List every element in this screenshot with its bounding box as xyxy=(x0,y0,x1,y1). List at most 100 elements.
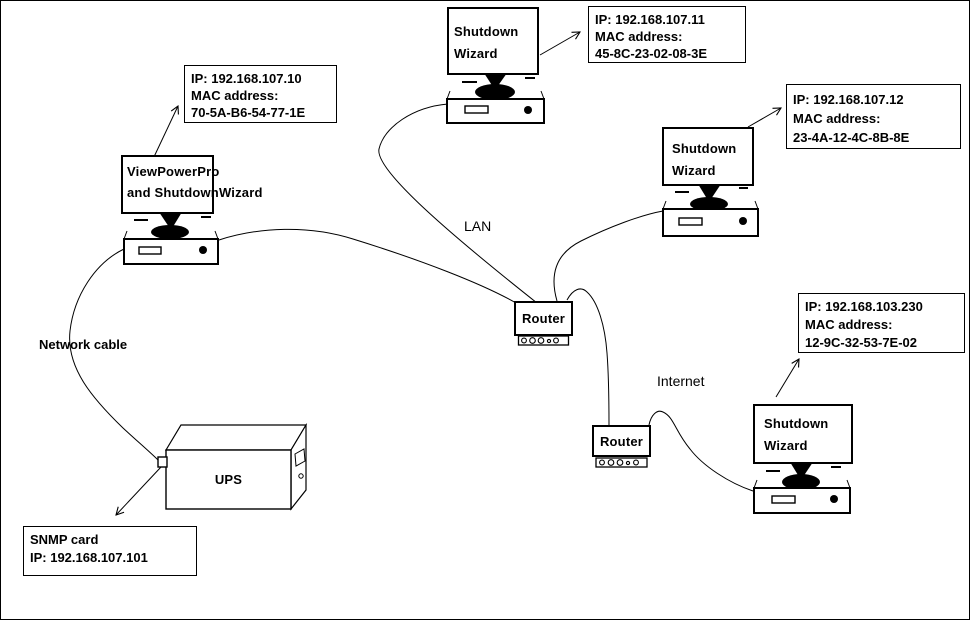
monitor-label-line: Wizard xyxy=(672,163,716,178)
monitor xyxy=(662,127,754,186)
bottom-shutdown-computer-icon xyxy=(753,404,853,514)
base-tick xyxy=(753,479,758,489)
monitor-label-line: Shutdown xyxy=(672,141,737,156)
viewpowerpro-computer-icon xyxy=(121,155,219,265)
bottom-pc-info-box: IP: 192.168.103.230 MAC address: 12-9C-3… xyxy=(798,293,965,353)
monitor-stand xyxy=(790,462,813,480)
monitor-label-line: and ShutdownWizard xyxy=(127,185,263,200)
monitor-label-line: ViewPowerPro xyxy=(127,164,220,179)
stand-foot xyxy=(475,84,515,100)
stand-foot xyxy=(151,225,189,239)
info-line: IP: 192.168.107.101 xyxy=(30,550,148,565)
bottom-pc-monitor-label: Shutdown Wizard xyxy=(764,413,828,457)
ups-outlet xyxy=(294,448,306,467)
network-cable-annotation: Network cable xyxy=(39,337,128,352)
internet-annotation: Internet xyxy=(657,373,705,389)
router-port xyxy=(537,337,545,344)
router2-label: Router xyxy=(599,433,644,449)
router-port xyxy=(633,459,639,466)
monitor-stand xyxy=(484,73,507,90)
monitor xyxy=(121,155,214,214)
monitor-stand xyxy=(159,212,182,230)
cables xyxy=(69,103,754,492)
snmp-info-box: SNMP card IP: 192.168.107.101 xyxy=(23,526,197,576)
router-body xyxy=(592,425,651,457)
info-line: MAC address: xyxy=(191,88,279,103)
info-line: IP: 192.168.107.11 xyxy=(595,12,705,27)
arrows xyxy=(116,32,799,515)
cable-toppc-to-router1 xyxy=(378,103,538,304)
arrow-to-viewpowerpro-info xyxy=(152,106,178,160)
ups-indicator xyxy=(298,473,304,479)
monitor-label-line: Shutdown xyxy=(454,24,519,39)
base-tick xyxy=(754,200,759,210)
drive-slot xyxy=(678,217,703,226)
top-pc-info-box: IP: 192.168.107.11 MAC address: 45-8C-23… xyxy=(588,6,746,63)
info-line: 70-5A-B6-54-77-1E xyxy=(191,105,306,120)
power-dot xyxy=(199,246,207,254)
info-line: IP: 192.168.107.10 xyxy=(191,71,302,86)
top-pc-monitor-label: Shutdown Wizard xyxy=(454,21,518,65)
cable-network-to-ups xyxy=(69,248,159,461)
arrow-to-right-pc-info xyxy=(747,108,781,128)
drive-slot xyxy=(771,495,796,504)
info-line: 45-8C-23-02-08-3E xyxy=(595,46,708,61)
base-tick xyxy=(662,200,667,210)
stand-foot xyxy=(690,197,728,211)
router-port-strip xyxy=(595,457,648,468)
right-pc-info-box: IP: 192.168.107.12 MAC address: 23-4A-12… xyxy=(786,84,961,149)
right-shutdown-computer-icon xyxy=(662,127,759,237)
power-dot xyxy=(739,217,747,225)
router2-icon xyxy=(592,425,651,468)
router-body xyxy=(514,301,573,336)
viewpowerpro-monitor-label: ViewPowerPro and ShutdownWizard xyxy=(127,161,263,203)
router-port xyxy=(546,338,552,344)
top-shutdown-computer-icon xyxy=(446,7,545,124)
router1-icon xyxy=(514,301,573,346)
arrow-to-top-pc-info xyxy=(539,32,580,56)
router1-label: Router xyxy=(521,311,566,326)
router-port xyxy=(625,460,631,466)
ups-top-face xyxy=(164,424,308,451)
drive-slot xyxy=(464,105,489,114)
base-tick xyxy=(214,230,219,240)
info-line: IP: 192.168.103.230 xyxy=(805,299,923,314)
info-line: 12-9C-32-53-7E-02 xyxy=(805,335,918,350)
cable-viewpowerpro-to-router1 xyxy=(218,228,517,304)
arrow-to-snmp-info xyxy=(116,466,162,515)
base-tick xyxy=(446,90,451,100)
snmp-card-port xyxy=(157,456,168,468)
info-line: 23-4A-12-4C-8B-8E xyxy=(793,130,910,145)
monitor-label-line: Wizard xyxy=(764,438,808,453)
drive-slot xyxy=(138,246,162,255)
monitor xyxy=(447,7,539,75)
router-port xyxy=(553,337,559,344)
cable-router1-to-router2 xyxy=(566,288,610,427)
info-line: MAC address: xyxy=(595,29,683,44)
info-line: MAC address: xyxy=(805,317,893,332)
ups-icon xyxy=(157,422,308,511)
info-line: MAC address: xyxy=(793,111,881,126)
viewpowerpro-info-box: IP: 192.168.107.10 MAC address: 70-5A-B6… xyxy=(184,65,337,123)
ups-front-face xyxy=(165,449,292,510)
monitor-label-line: Shutdown xyxy=(764,416,829,431)
info-line: SNMP card xyxy=(30,532,99,547)
arrow-to-bottom-pc-info xyxy=(775,359,799,398)
info-line: IP: 192.168.107.12 xyxy=(793,92,904,107)
router-port xyxy=(616,459,624,466)
router-port xyxy=(521,337,527,344)
power-dot xyxy=(524,106,532,114)
stand-foot xyxy=(782,474,820,490)
right-pc-monitor-label: Shutdown Wizard xyxy=(672,138,736,182)
monitor-label-line: Wizard xyxy=(454,46,498,61)
router-port xyxy=(599,459,605,466)
cable-router1-to-rightpc xyxy=(553,210,664,302)
base-tick xyxy=(846,479,851,489)
monitor-stand xyxy=(698,184,721,202)
base-tick xyxy=(123,230,128,240)
router-port xyxy=(529,337,536,344)
power-dot xyxy=(830,495,838,503)
ups-label: UPS xyxy=(214,472,243,487)
